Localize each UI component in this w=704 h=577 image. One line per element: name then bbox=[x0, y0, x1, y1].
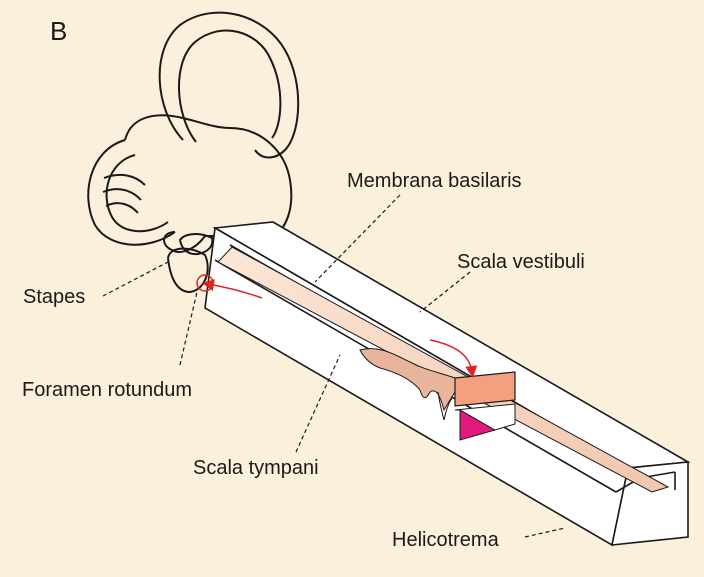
leader-lines bbox=[102, 194, 566, 538]
inner-ear-outline bbox=[87, 11, 300, 294]
label-helicotrema: Helicotrema bbox=[392, 529, 500, 551]
label-scala-vestibuli: Scala vestibuli bbox=[457, 251, 585, 273]
label-scala-tympani: Scala tympani bbox=[193, 457, 319, 479]
panel-label: B bbox=[50, 16, 67, 46]
label-stapes: Stapes bbox=[23, 286, 85, 308]
scala-tympani-section-front bbox=[454, 403, 516, 431]
round-window-marker bbox=[196, 274, 214, 292]
basilar-membrane bbox=[217, 246, 670, 493]
label-membrana-basilaris: Membrana basilaris bbox=[347, 170, 522, 192]
flow-arrow-vestibuli bbox=[429, 339, 478, 378]
label-foramen-rotundum: Foramen rotundum bbox=[22, 379, 192, 401]
scala-vestibuli-section bbox=[454, 371, 516, 407]
